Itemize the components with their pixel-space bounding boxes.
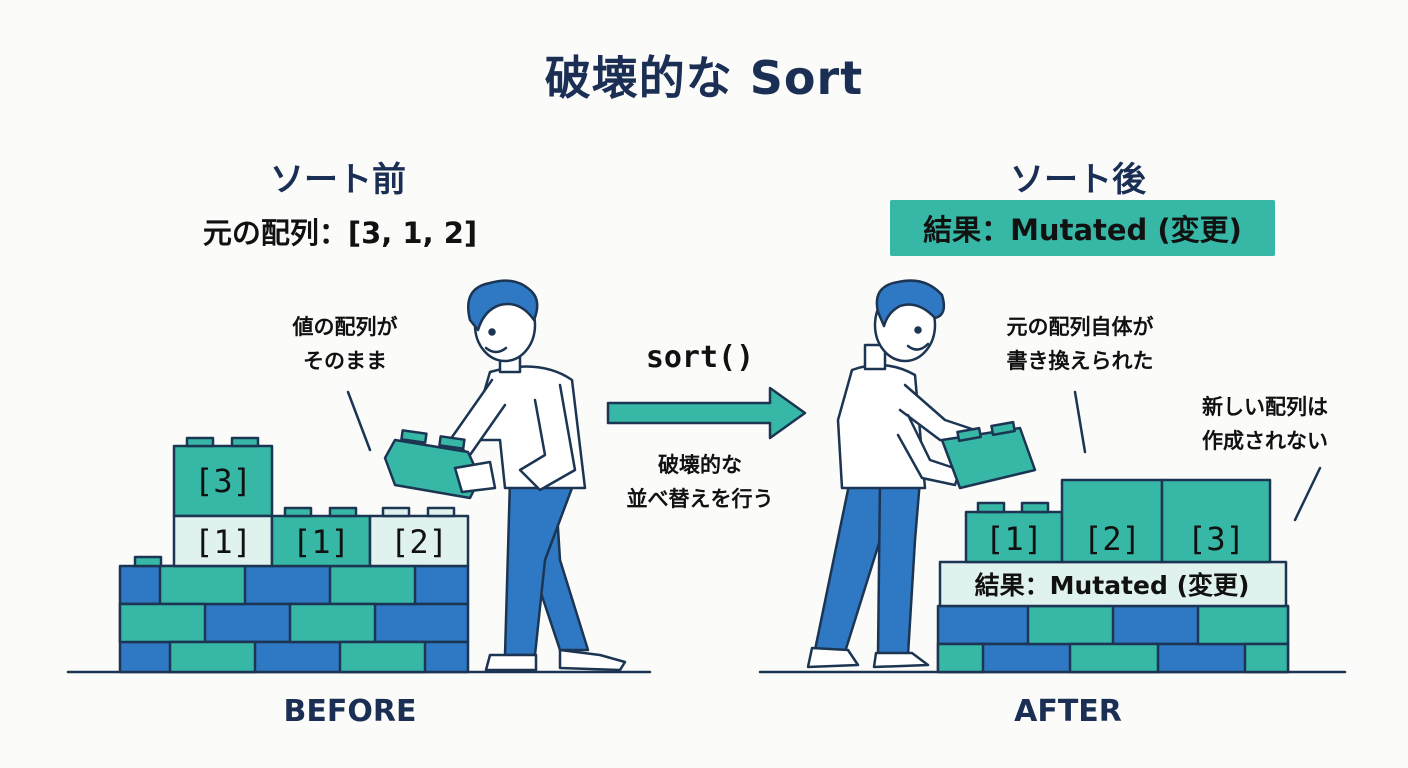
after-held-block xyxy=(940,420,1037,490)
sort-caption-line2: 並べ替えを行う xyxy=(626,487,774,511)
before-note: 値の配列が そのまま xyxy=(260,310,430,378)
before-block-3 xyxy=(172,444,274,518)
after-block-stack xyxy=(964,478,1272,564)
before-person xyxy=(448,279,627,672)
sort-arrow xyxy=(606,386,807,440)
after-heading: ソート後 xyxy=(1010,160,1146,200)
after-note2-line1: 新しい配列は xyxy=(1202,395,1328,419)
before-block-1a xyxy=(172,514,274,568)
after-block-3-label: [3] xyxy=(1187,520,1245,558)
after-block-1-label: [1] xyxy=(985,520,1043,558)
after-block-2 xyxy=(1060,478,1164,564)
before-note-pointer xyxy=(346,390,372,452)
after-person xyxy=(806,279,977,669)
before-block-1b-label: [1] xyxy=(292,523,350,561)
before-note-line1: 値の配列が xyxy=(292,315,398,339)
sort-caption-line1: 破壊的な xyxy=(658,453,742,477)
sort-caption: 破壊的な 並べ替えを行う xyxy=(600,448,800,516)
after-note2-line2: 作成されない xyxy=(1202,429,1328,453)
before-block-1a-label: [1] xyxy=(194,523,252,561)
before-block-2 xyxy=(368,514,470,568)
after-note-no-new-array: 新しい配列は 作成されない xyxy=(1170,390,1360,458)
after-block-3 xyxy=(1160,478,1272,564)
after-note1-line2: 書き換えられた xyxy=(1006,349,1154,373)
after-note1-pointer xyxy=(1073,390,1087,454)
after-base-wall xyxy=(936,604,1290,674)
after-strip-label: 結果：Mutated (変更) xyxy=(975,571,1250,600)
before-block-stack xyxy=(172,436,470,568)
before-heading: ソート前 xyxy=(270,160,406,200)
after-footer: AFTER xyxy=(1014,694,1122,729)
before-subtitle: 元の配列：[3, 1, 2] xyxy=(202,216,478,250)
before-block-3-label: [3] xyxy=(194,462,252,500)
before-block-1b xyxy=(270,514,372,568)
after-result-badge: 結果：Mutated (変更) xyxy=(890,200,1275,256)
after-block-2-label: [2] xyxy=(1083,520,1141,558)
before-held-block xyxy=(383,429,482,500)
after-note-rewritten: 元の配列自体が 書き換えられた xyxy=(975,310,1185,378)
before-footer: BEFORE xyxy=(283,694,417,729)
before-block-2-label: [2] xyxy=(390,523,448,561)
after-note2-pointer xyxy=(1293,466,1322,522)
before-base-wall xyxy=(118,555,470,674)
after-note1-line1: 元の配列自体が xyxy=(1006,315,1154,339)
sort-call-label: sort() xyxy=(645,340,755,375)
before-note-line2: そのまま xyxy=(303,349,387,373)
before-hand xyxy=(453,460,497,494)
page-title: 破壊的な Sort xyxy=(544,51,864,105)
